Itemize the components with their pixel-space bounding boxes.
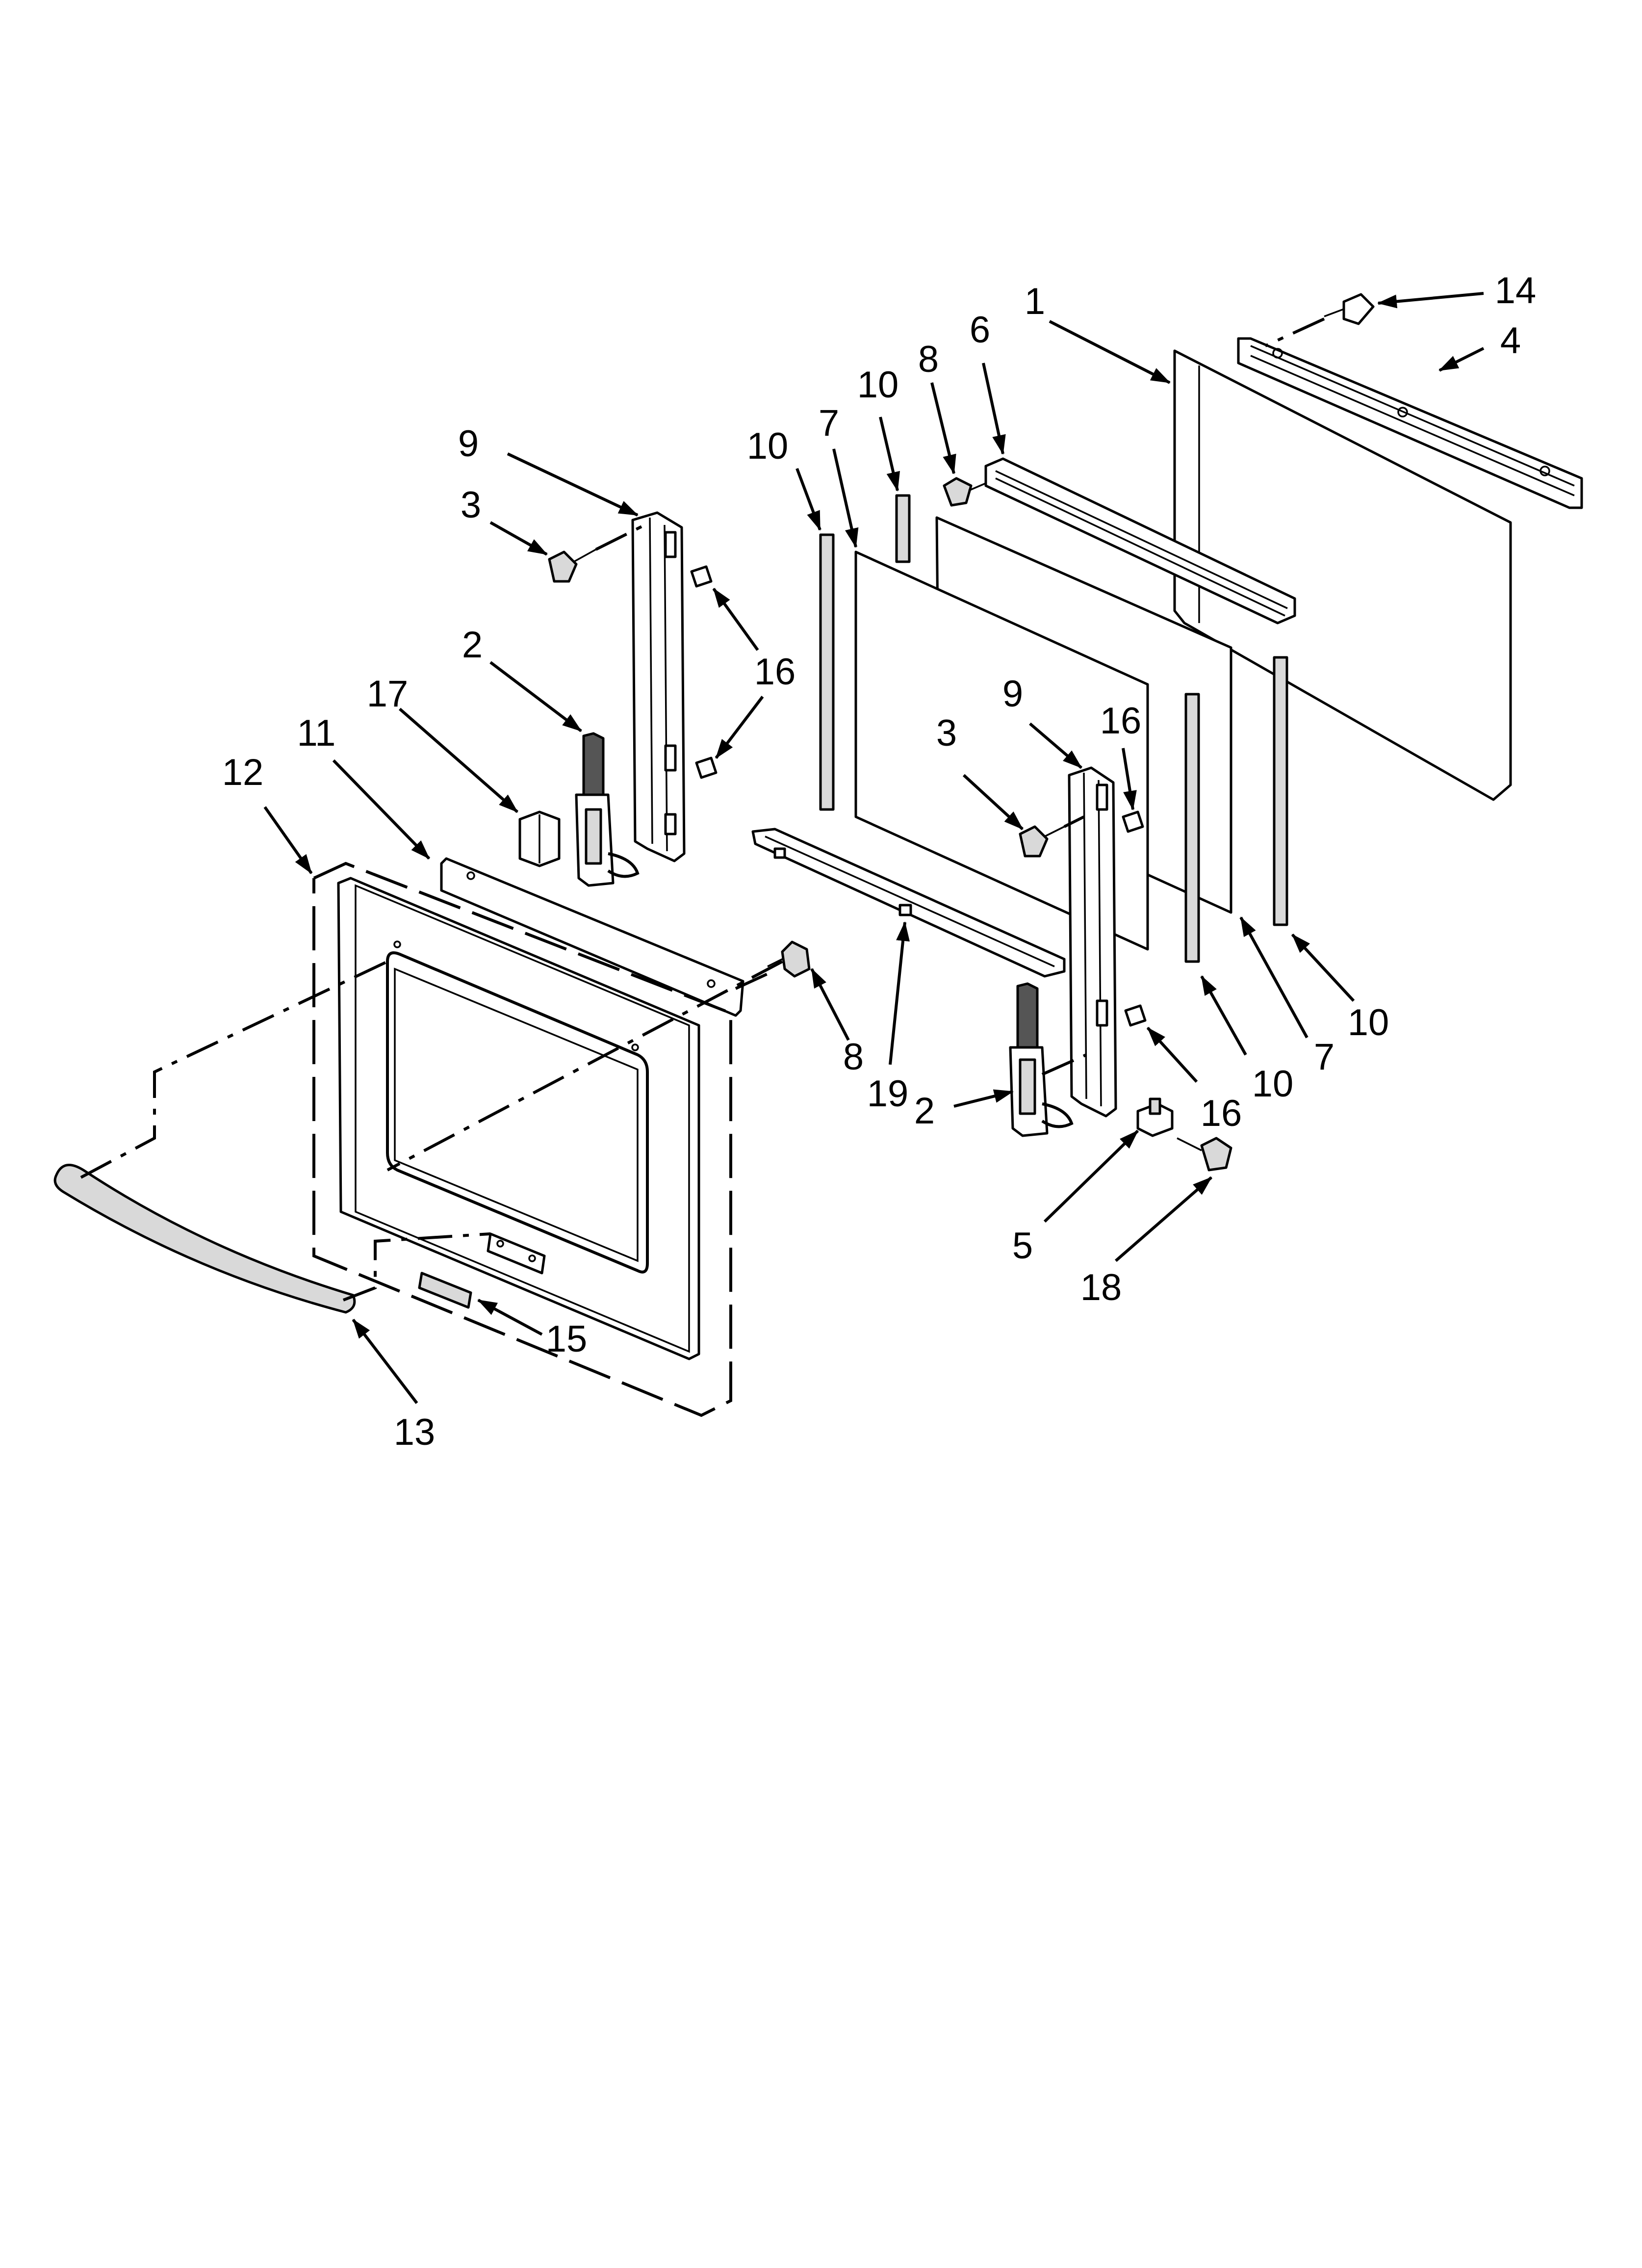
- top-trim-bar: [1237, 337, 1583, 509]
- glass-channel-bracket: [984, 457, 1296, 625]
- screw-channel: [943, 477, 986, 507]
- small-bracket: [518, 810, 561, 867]
- callout-4: 4: [1500, 320, 1521, 362]
- door-badge: [418, 1272, 472, 1309]
- callout-19: 19: [867, 1073, 909, 1115]
- spacer-strip-2: [895, 494, 911, 563]
- screw-hinge-right: [1019, 815, 1085, 858]
- callout-1: 1: [1025, 281, 1045, 322]
- callout-8: 8: [843, 1036, 864, 1078]
- hinge-receiver-right: [1068, 766, 1117, 1118]
- callout-3: 3: [936, 712, 957, 754]
- callout-labels: 1 14 4 8 6 10 10 7 9 3 2 16 17 11 12 9 1…: [222, 270, 1537, 1453]
- callout-13: 13: [394, 1411, 436, 1453]
- bottom-glass-channel: [751, 828, 1066, 978]
- latch-clip: [1136, 1097, 1174, 1137]
- hinge-clip-upper-2: [695, 756, 718, 779]
- hinge-clip-upper-1: [690, 565, 713, 588]
- callout-15: 15: [546, 1318, 588, 1360]
- callout-18: 18: [1080, 1267, 1122, 1308]
- callout-7: 7: [1314, 1036, 1334, 1078]
- callout-10: 10: [747, 425, 789, 467]
- screw-hinge-left: [548, 523, 646, 583]
- spacer-strip-4: [1273, 656, 1288, 926]
- callout-17: 17: [367, 673, 409, 715]
- callout-16: 16: [754, 651, 796, 693]
- hinge-receiver-left: [631, 511, 686, 862]
- callout-8: 8: [918, 339, 939, 380]
- hinge-right: [1009, 982, 1087, 1137]
- hinge-left: [575, 732, 640, 887]
- callout-12: 12: [222, 752, 264, 793]
- hinge-clip-lower-1: [1122, 810, 1144, 833]
- door-assembly-outline: [312, 861, 732, 1417]
- screw-top-trim: [1264, 293, 1375, 347]
- spacer-strip-1: [819, 533, 835, 811]
- callout-3: 3: [461, 484, 481, 526]
- callout-5: 5: [1012, 1225, 1033, 1267]
- callout-11: 11: [297, 712, 336, 754]
- callout-7: 7: [819, 402, 839, 444]
- callout-16: 16: [1201, 1093, 1242, 1134]
- spacer-strip-3: [1184, 693, 1200, 963]
- callout-14: 14: [1495, 270, 1537, 312]
- callout-2: 2: [914, 1090, 935, 1132]
- leader-lines: [263, 292, 1485, 1404]
- callout-10: 10: [1252, 1063, 1294, 1105]
- callout-10: 10: [1348, 1002, 1389, 1043]
- callout-16: 16: [1100, 700, 1142, 742]
- trim-strip: [440, 857, 744, 1017]
- hinge-clip-lower-2: [1124, 1004, 1147, 1027]
- screw-door-trim: [767, 940, 811, 978]
- callout-9: 9: [458, 423, 479, 465]
- screw-latch: [1177, 1137, 1232, 1172]
- door-handle: [53, 1164, 356, 1314]
- callout-9: 9: [1002, 673, 1023, 715]
- callout-2: 2: [462, 624, 483, 666]
- assembly-guides: [80, 960, 783, 1302]
- callout-10: 10: [857, 364, 899, 406]
- callout-6: 6: [970, 309, 990, 351]
